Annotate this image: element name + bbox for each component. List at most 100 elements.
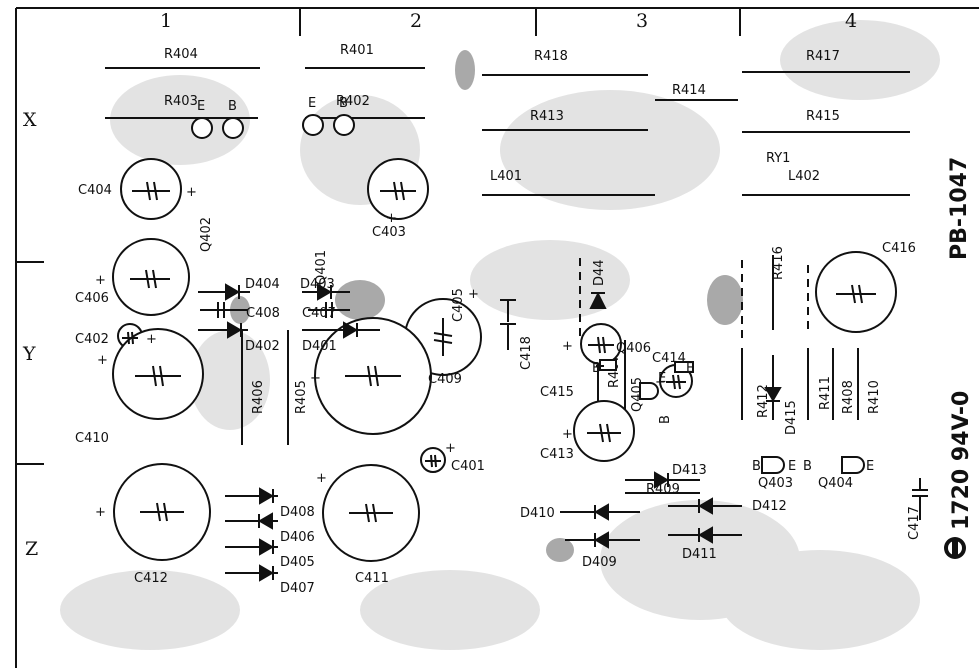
film-capacitors (200, 299, 928, 520)
q406-emitter-label: E (686, 361, 694, 376)
svg-text:+: + (95, 505, 106, 520)
r414-label: R414 (672, 83, 706, 98)
c412-label: C412 (134, 571, 168, 586)
d415-label: D415 (784, 400, 799, 435)
d401-label: D401 (302, 339, 337, 354)
frame (15, 7, 979, 668)
r404-label: R404 (164, 47, 198, 62)
svg-text:+: + (310, 371, 321, 386)
c408-label: C408 (246, 306, 280, 321)
c401-label: C401 (451, 459, 485, 474)
r409-label: R409 (646, 482, 680, 497)
c402-label: C402 (75, 332, 109, 347)
d402-label: D402 (245, 339, 280, 354)
svg-text:+: + (186, 185, 197, 200)
r416-label: R416 (771, 246, 786, 280)
transistor-symbols (596, 359, 865, 474)
r403-label: R403 (164, 94, 198, 109)
c417-label: C417 (907, 506, 922, 540)
q406-base-label: B (592, 361, 601, 376)
q405-base-label: B (658, 415, 673, 424)
q404-emitter-label: E (866, 459, 874, 474)
r415-label: R415 (806, 109, 840, 124)
d403-label: D403 (300, 277, 335, 292)
svg-text:+: + (468, 287, 479, 302)
q403-emitter-label: E (788, 459, 796, 474)
l401-label: L401 (490, 169, 522, 184)
c416-label: C416 (882, 241, 916, 256)
d405-label: D405 (280, 555, 315, 570)
c418-label: C418 (519, 336, 534, 370)
r418-label: R418 (534, 49, 568, 64)
svg-text:+: + (562, 339, 573, 354)
r408-label: R408 (841, 380, 856, 414)
r410-label: R410 (867, 380, 882, 414)
q405-emitter-label: E (658, 371, 666, 386)
resistor-lines (105, 67, 910, 494)
q402-emitter-label: E (197, 99, 205, 114)
transistor-pads (191, 114, 355, 139)
q401-label: Q401 (314, 250, 329, 285)
column-label-4: 4 (845, 10, 857, 32)
r417-label: R417 (806, 49, 840, 64)
c406-label: C406 (75, 291, 109, 306)
r406-label: R406 (251, 380, 266, 414)
svg-text:+: + (655, 375, 666, 390)
r412-label: R412 (756, 384, 771, 418)
d413-label: D413 (672, 463, 707, 478)
polarity-marks: + + + + + + + + + + + + + (95, 185, 666, 520)
c404-label: C404 (78, 183, 112, 198)
c405-label: C405 (451, 288, 466, 322)
board-rating-label: 1720 94V-0 (949, 391, 974, 530)
q402-base-label: B (228, 99, 237, 114)
r405-label: R405 (294, 380, 309, 414)
q404-label: Q404 (818, 476, 853, 491)
ry1-label: RY1 (766, 151, 790, 166)
q403-label: Q403 (758, 476, 793, 491)
c407-label: C407 (302, 306, 336, 321)
d407-label: D407 (280, 581, 315, 596)
q402-label: Q402 (199, 217, 214, 252)
r413-label: R413 (530, 109, 564, 124)
q401-emitter-label: E (308, 96, 316, 111)
d410-label: D410 (520, 506, 555, 521)
c413-label: C413 (540, 447, 574, 462)
column-label-3: 3 (636, 10, 648, 32)
d404-label: D404 (245, 277, 280, 292)
d411-label: D411 (682, 547, 717, 562)
c410-label: C410 (75, 431, 109, 446)
column-label-2: 2 (410, 10, 422, 32)
capacitor-symbols (122, 181, 876, 523)
d406-label: D406 (280, 530, 315, 545)
row-label-y: Y (22, 343, 36, 365)
r402-label: R402 (336, 94, 370, 109)
column-label-1: 1 (160, 10, 172, 32)
c411-label: C411 (355, 571, 389, 586)
d408-label: D408 (280, 505, 315, 520)
d409-label: D409 (582, 555, 617, 570)
ul-logo-icon (944, 537, 966, 559)
c409-label: C409 (428, 372, 462, 387)
dashed-jumpers (579, 258, 809, 342)
q405-label: Q405 (630, 377, 645, 412)
d44-label: D44 (592, 259, 607, 286)
l402-label: L402 (788, 169, 820, 184)
q406-label: Q406 (616, 341, 651, 356)
svg-text:+: + (146, 332, 157, 347)
r401-label: R401 (340, 43, 374, 58)
svg-text:+: + (386, 211, 397, 226)
svg-text:+: + (562, 427, 573, 442)
c403-label: C403 (372, 225, 406, 240)
d412-label: D412 (752, 499, 787, 514)
svg-text:+: + (316, 471, 327, 486)
q404-base-label: B (803, 459, 812, 474)
row-label-z: Z (25, 538, 38, 560)
board-id-label: PB-1047 (947, 157, 972, 260)
row-label-x: X (23, 109, 37, 131)
svg-text:+: + (95, 273, 106, 288)
c415-label: C415 (540, 385, 574, 400)
svg-text:+: + (445, 441, 456, 456)
r411-label: R411 (818, 376, 833, 410)
q403-base-label: B (752, 459, 761, 474)
